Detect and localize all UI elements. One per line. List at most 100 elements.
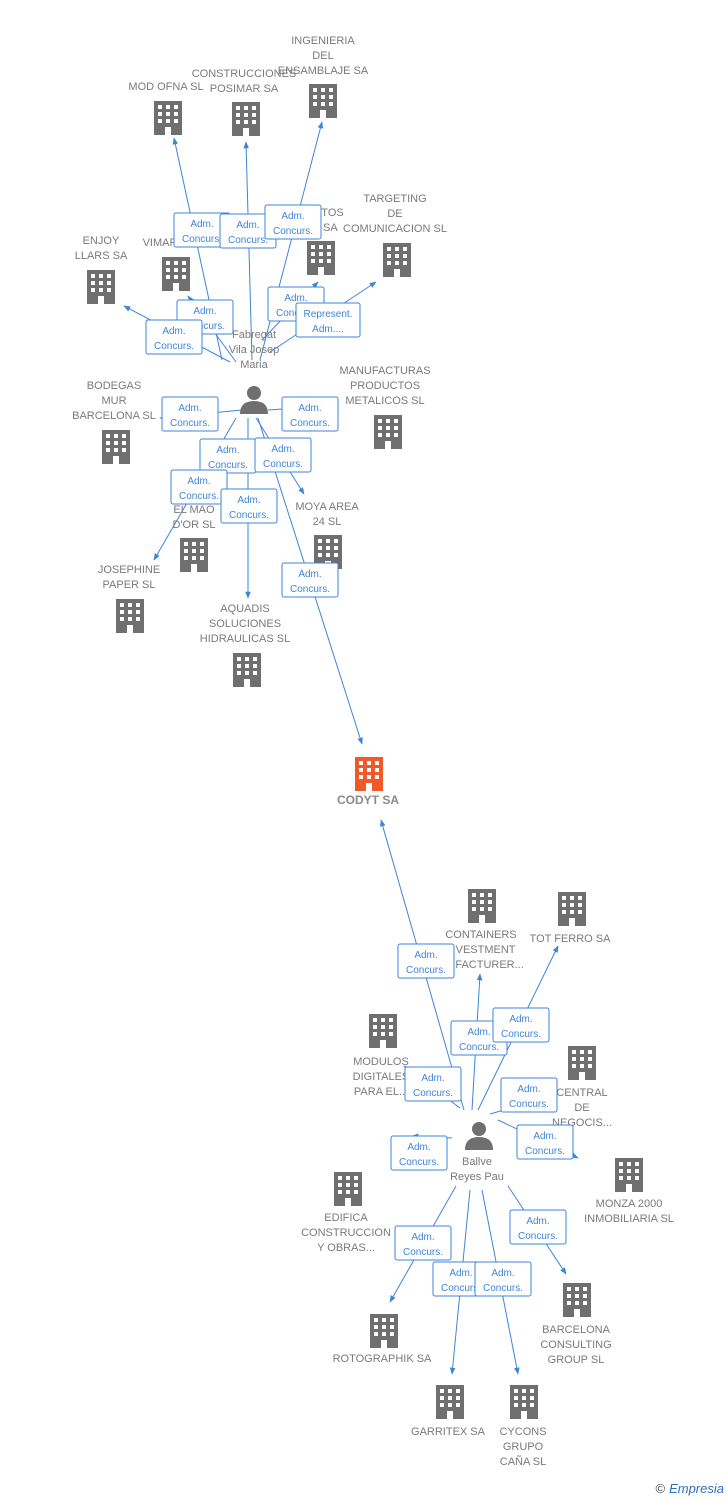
building-icon [233, 653, 261, 687]
relation-badge[interactable]: Adm.Concurs. [281, 396, 339, 432]
node-label: Y OBRAS... [317, 1242, 375, 1254]
badge-text: Adm. [526, 1216, 549, 1227]
building-icon [87, 270, 115, 304]
badge-text: Concurs. [518, 1231, 558, 1242]
node-label: DEL [312, 50, 333, 62]
relation-badge[interactable]: Adm.Concurs. [516, 1124, 574, 1160]
badge-text: Adm. [449, 1268, 472, 1279]
company-node-vimar[interactable]: VIMAR [143, 237, 190, 291]
badge-box [264, 204, 322, 240]
badge-text: Concurs. [208, 460, 248, 471]
relation-badge[interactable]: Adm. Concurs. [509, 1209, 567, 1245]
relation-badge[interactable]: Adm.Concurs. [390, 1135, 448, 1171]
brand-logo[interactable]: Empresia [669, 1481, 724, 1496]
relation-badge[interactable]: Adm.Concurs. [145, 319, 203, 355]
relation-badge[interactable]: Adm.Concurs. [161, 396, 219, 432]
relation-badge[interactable]: Adm.Concurs. [404, 1066, 462, 1102]
node-label: CONSTRUCCION [301, 1227, 391, 1239]
relation-badge[interactable]: Adm.Concurs. [394, 1225, 452, 1261]
node-label: D'OR SL [172, 519, 215, 531]
node-label: BARCELONA [542, 1324, 611, 1336]
copyright-symbol: © [655, 1481, 666, 1496]
building-icon [309, 84, 337, 118]
node-label: MODULOS [353, 1056, 409, 1068]
badge-text: Concurs. [459, 1042, 499, 1053]
building-icon [355, 757, 383, 791]
badge-box [281, 396, 339, 432]
company-node-mod[interactable]: MOD OFNA SL [128, 81, 204, 135]
relation-badge[interactable]: Adm.Concurs. [254, 437, 312, 473]
node-label: CONSULTING [540, 1339, 611, 1351]
node-label: DE [574, 1102, 589, 1114]
badge-text: Concurs. [290, 418, 330, 429]
badge-box [170, 469, 228, 505]
node-label: MANUFACTURAS [339, 365, 430, 377]
badge-text: Adm. [411, 1232, 434, 1243]
badge-text: Adm. [162, 326, 185, 337]
node-label: BODEGAS [87, 380, 141, 392]
relation-badge[interactable]: Adm.Concurs. [474, 1261, 532, 1297]
relation-badge[interactable]: Adm.Concurs. [264, 204, 322, 240]
relation-badge[interactable]: Adm.Concurs. [199, 438, 257, 474]
node-label: GROUP SL [548, 1354, 605, 1366]
building-icon [468, 889, 496, 923]
badge-text: Represent. [304, 309, 353, 320]
company-node-garritex[interactable]: GARRITEX SA [411, 1385, 486, 1438]
relation-badge[interactable]: Adm.Concurs. [492, 1007, 550, 1043]
badge-box [404, 1066, 462, 1102]
relation-badge[interactable]: Adm.Concurs. [170, 469, 228, 505]
node-label: ...VESTMENT [446, 944, 515, 956]
company-node-codyt[interactable]: CODYT SA [337, 757, 399, 807]
badge-text: Concurs. [179, 491, 219, 502]
node-label: Maria [240, 359, 268, 371]
node-label: Fabregat [232, 329, 276, 341]
badge-text: Adm. [237, 495, 260, 506]
company-node-containers[interactable]: CONTAINERS...VESTMENT...UFACTURER... [438, 889, 524, 971]
badge-box [509, 1209, 567, 1245]
relation-badge[interactable]: Adm.Concurs. [500, 1077, 558, 1113]
relation-badge[interactable]: Represent.Adm.... [295, 302, 361, 338]
badge-text: Adm. [178, 403, 201, 414]
relation-badge[interactable]: Adm.Concurs. [220, 488, 278, 524]
company-node-central[interactable]: CENTRALDENEGOCIS... [552, 1046, 612, 1129]
company-node-barcelona[interactable]: BARCELONA CONSULTING GROUP SL [540, 1283, 612, 1366]
badge-box [220, 488, 278, 524]
badge-text: Concurs. [182, 234, 222, 245]
node-label: VIMAR [143, 237, 178, 249]
badge-text: Adm. [236, 220, 259, 231]
badge-box [492, 1007, 550, 1043]
node-label: 24 SL [313, 516, 342, 528]
badge-text: Concurs. [406, 965, 446, 976]
company-node-rotographik[interactable]: ROTOGRAPHIK SA [333, 1314, 432, 1365]
relation-badge[interactable]: Adm.Concurs. [397, 943, 455, 979]
badge-text: Concurs. [441, 1283, 481, 1294]
badge-text: Adm. [284, 293, 307, 304]
badge-box [390, 1135, 448, 1171]
node-label: ...UFACTURER... [438, 959, 524, 971]
building-icon [558, 892, 586, 926]
relation-badge[interactable]: Adm.Concurs. [281, 562, 339, 598]
company-node-totferro[interactable]: TOT FERRO SA [530, 892, 612, 945]
building-icon [374, 415, 402, 449]
node-label: INMOBILIARIA SL [584, 1213, 674, 1225]
node-label: CYCONS [499, 1426, 546, 1438]
node-label: MUR [101, 395, 126, 407]
